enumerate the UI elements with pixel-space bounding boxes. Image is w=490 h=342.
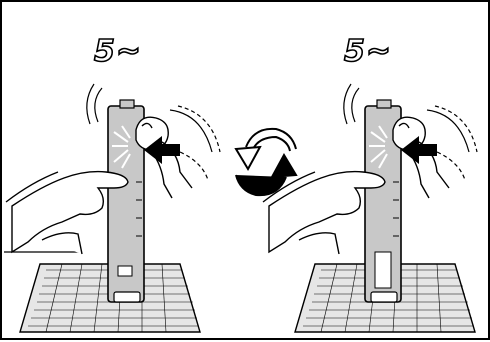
hatched-pad bbox=[4, 252, 200, 332]
panel-right: 5~ bbox=[247, 2, 490, 342]
right-panel-drawing bbox=[247, 2, 490, 342]
panel-left: 5~ bbox=[2, 2, 247, 342]
left-panel-drawing bbox=[2, 2, 247, 342]
